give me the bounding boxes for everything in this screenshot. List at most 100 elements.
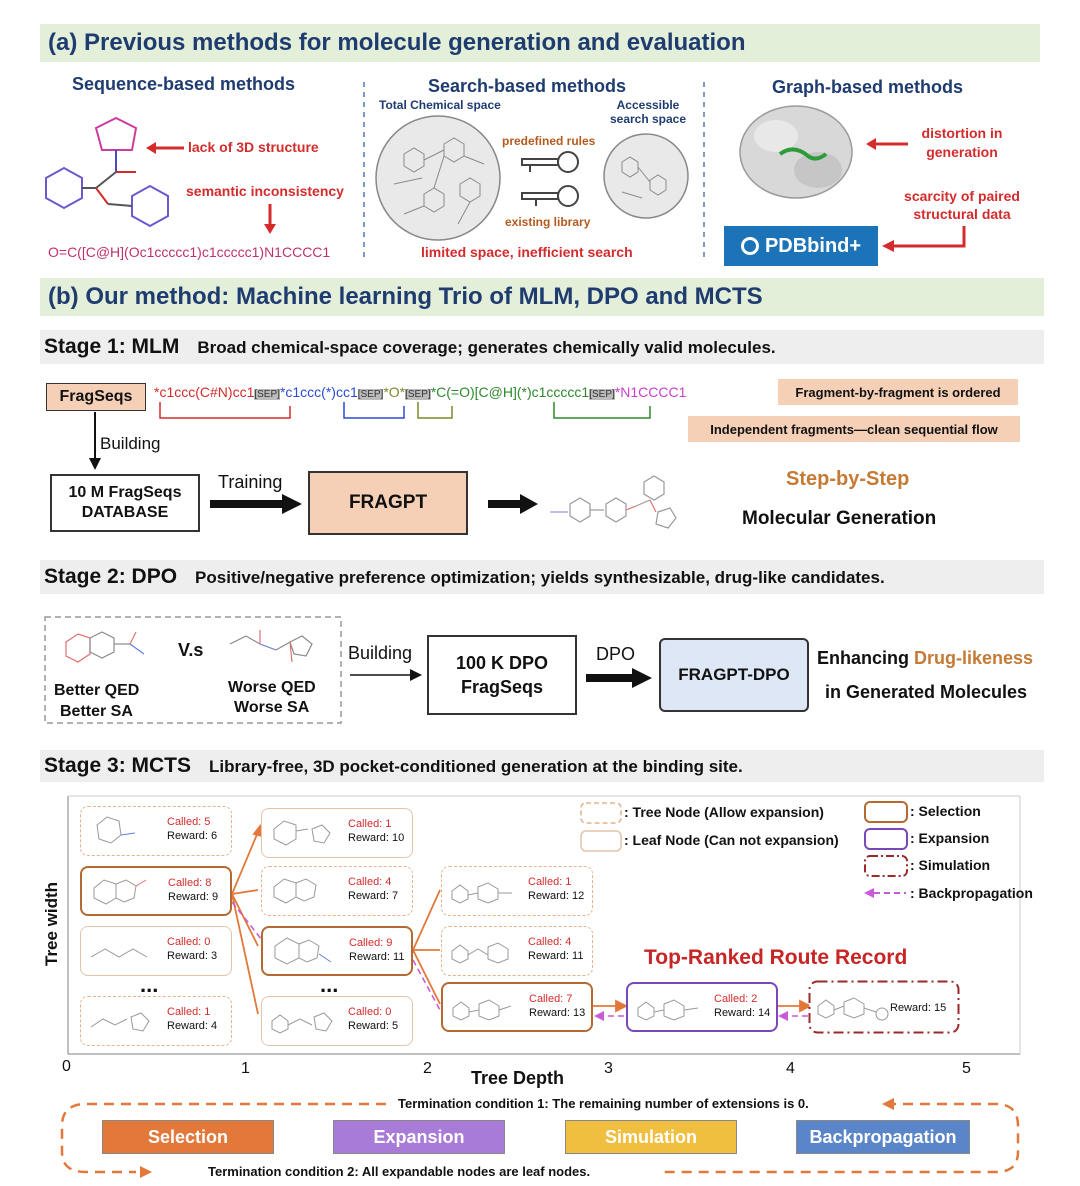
sequence-molecule-drawing <box>45 116 169 228</box>
seq-frag-5: *N1CCCC1 <box>614 384 687 400</box>
legend-backprop: : Backpropagation <box>910 885 1033 901</box>
stage1-title: Stage 1: MLM <box>44 335 180 358</box>
smiles-string: O=C([C@H](Oc1ccccc1)c1ccccc1)N1CCCC1 <box>48 244 331 260</box>
divider-left <box>363 82 365 262</box>
node-molecule <box>817 997 889 1021</box>
legend-tree-node: : Tree Node (Allow expansion) <box>624 804 824 820</box>
dpo-label: DPO <box>596 644 636 664</box>
node-called: Called: 0 <box>348 1006 392 1018</box>
phase-simulation: Simulation <box>565 1120 737 1154</box>
existing-library-label: existing library <box>505 215 591 229</box>
fragseq-sequence: *c1ccc(C#N)cc1[SEP]*c1ccc(*)cc1[SEP]*O*[… <box>154 384 686 402</box>
section-a-header: (a) Previous methods for molecule genera… <box>40 24 1040 62</box>
key-icon-2 <box>521 185 579 207</box>
pdbbind-icon <box>740 237 759 255</box>
sequence-link-brackets <box>159 402 651 419</box>
node-called: Called: 9 <box>349 937 393 949</box>
drug-likeness-word: Drug-likeness <box>914 648 1034 668</box>
top-ranked-title: Top-Ranked Route Record <box>644 946 908 969</box>
building-label-2: Building <box>348 643 413 663</box>
node-called: Called: 7 <box>529 993 573 1005</box>
termination-condition-2: Termination condition 2: All expandable … <box>208 1164 591 1179</box>
node-called: Called: 4 <box>348 876 392 888</box>
node-info: Called: 8 Reward: 9 <box>168 876 218 904</box>
better-sa-label: Better SA <box>60 703 133 720</box>
semantic-inconsistency-text: semantic inconsistency <box>186 183 344 199</box>
dpo-database-box: 100 K DPO FragSeqs <box>427 635 577 715</box>
phase-selection: Selection <box>102 1120 274 1154</box>
legend-backprop-swatch <box>864 888 906 898</box>
legend-tree-node-swatch <box>580 802 622 824</box>
seq-frag-4: *C(=O)[C@H](*)c1ccccc1 <box>430 384 590 400</box>
ordered-note: Fragment-by-fragment is ordered <box>778 379 1018 405</box>
x-tick-5: 5 <box>962 1060 971 1077</box>
dpo-pair-frame <box>44 616 342 724</box>
worse-qed-label: Worse QED <box>228 679 316 696</box>
node-called: Called: 8 <box>168 877 212 889</box>
worse-sa-label: Worse SA <box>234 699 310 716</box>
phase-selection-label: Selection <box>147 1126 229 1147</box>
arrow-semantic <box>264 204 276 234</box>
better-molecule-drawing <box>65 631 145 663</box>
arrow-building-1 <box>89 412 101 470</box>
node-molecule <box>90 948 148 958</box>
distortion-text: distortion in generation <box>921 125 1003 160</box>
node-reward: Reward: 14 <box>714 1007 771 1019</box>
seq-sep-2: [SEP] <box>357 389 384 400</box>
node-reward: Reward: 6 <box>167 830 218 842</box>
seq-sep-3: [SEP] <box>405 389 431 400</box>
seq-frag-2: *c1ccc(*)cc1 <box>279 384 358 400</box>
better-qed-label: Better QED <box>54 682 140 699</box>
independent-note: Independent fragments—clean sequential f… <box>688 416 1020 442</box>
ellipsis-col0: ... <box>140 972 159 997</box>
seq-frag-3: *O* <box>383 384 406 400</box>
accessible-space-circle <box>603 133 689 219</box>
seq-sep-1: [SEP] <box>254 389 280 400</box>
mcts-axes <box>67 795 1021 1055</box>
graph-methods-title: Graph-based methods <box>772 77 964 97</box>
node-molecule <box>93 879 147 905</box>
arrow-dpo <box>586 668 652 688</box>
node-reward: Reward: 9 <box>168 891 219 903</box>
x-tick-2: 2 <box>423 1060 432 1077</box>
search-methods-title: Search-based methods <box>428 76 627 96</box>
node-reward: Reward: 11 <box>349 951 405 963</box>
x-tick-3: 3 <box>604 1060 613 1077</box>
node-molecule <box>637 999 699 1021</box>
pdbbind-text: PDBbind+ <box>764 234 862 257</box>
scarcity-text: scarcity of paired structural data <box>904 188 1020 222</box>
node-molecule <box>451 882 512 904</box>
legend-simulation: : Simulation <box>910 857 991 873</box>
enhancing-text: Enhancing Drug-likeness <box>817 648 1033 669</box>
node-molecule <box>90 1012 150 1032</box>
node-info: Called: 9 Reward: 11 <box>349 936 404 964</box>
fragpt-box: FRAGPT <box>308 471 468 535</box>
phase-backpropagation-label: Backpropagation <box>809 1126 957 1147</box>
stage3-title: Stage 3: MCTS <box>44 754 192 777</box>
simulation-node-frame <box>808 980 960 1034</box>
step-by-step-text: Step-by-Step <box>786 468 910 490</box>
node-reward: Reward: 4 <box>167 1020 218 1032</box>
phase-expansion-label: Expansion <box>373 1126 465 1147</box>
termination-condition-1: Termination condition 1: The remaining n… <box>398 1096 809 1111</box>
enhancing-word: Enhancing <box>817 648 910 668</box>
total-space-circle <box>375 115 501 241</box>
generated-molecule-drawing <box>550 475 677 529</box>
x-tick-4: 4 <box>786 1060 795 1077</box>
accessible-space-label: Accessible search space <box>609 98 687 126</box>
